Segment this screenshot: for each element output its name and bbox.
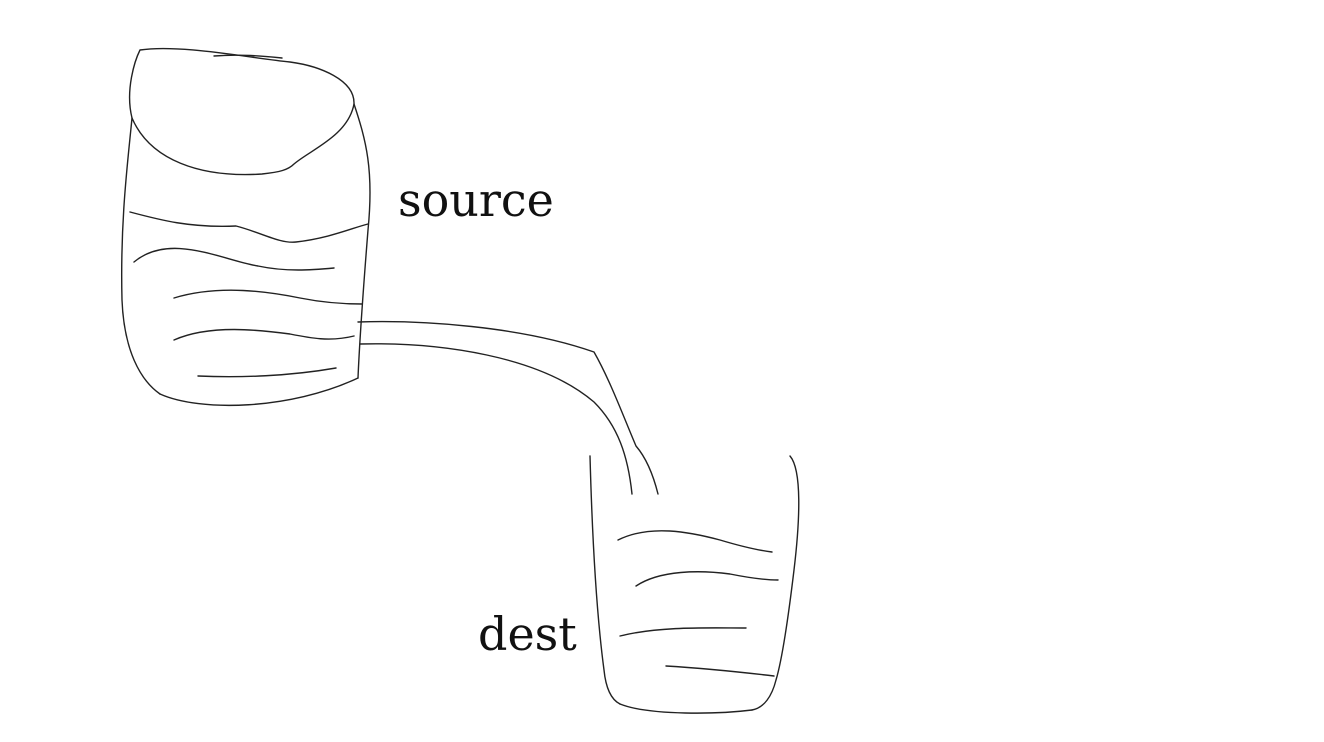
dest-right-side (751, 455, 800, 711)
stream-upper-edge (357, 320, 659, 495)
dest-liquid-line (635, 571, 779, 587)
dest-container (589, 455, 800, 714)
dest-left-side (589, 455, 621, 705)
source-rim (128, 47, 355, 176)
source-liquid-line (173, 289, 363, 305)
source-bottom (159, 377, 359, 407)
source-container (121, 47, 371, 407)
dest-liquid-line (617, 530, 773, 553)
source-left-side (121, 117, 161, 395)
source-liquid-line (133, 247, 335, 271)
pour-stream (357, 320, 659, 495)
dest-bottom (619, 703, 753, 714)
source-label: source (398, 173, 554, 227)
dest-label: dest (478, 607, 577, 661)
dest-liquid-line (619, 627, 747, 637)
source-liquid-line (197, 367, 337, 378)
source-rim-highlight (213, 54, 283, 59)
stream-lower-edge (359, 343, 633, 495)
dest-liquid-line (665, 665, 775, 677)
source-right-side (353, 103, 371, 379)
source-liquid-line (129, 211, 369, 243)
source-liquid-line (173, 328, 355, 341)
